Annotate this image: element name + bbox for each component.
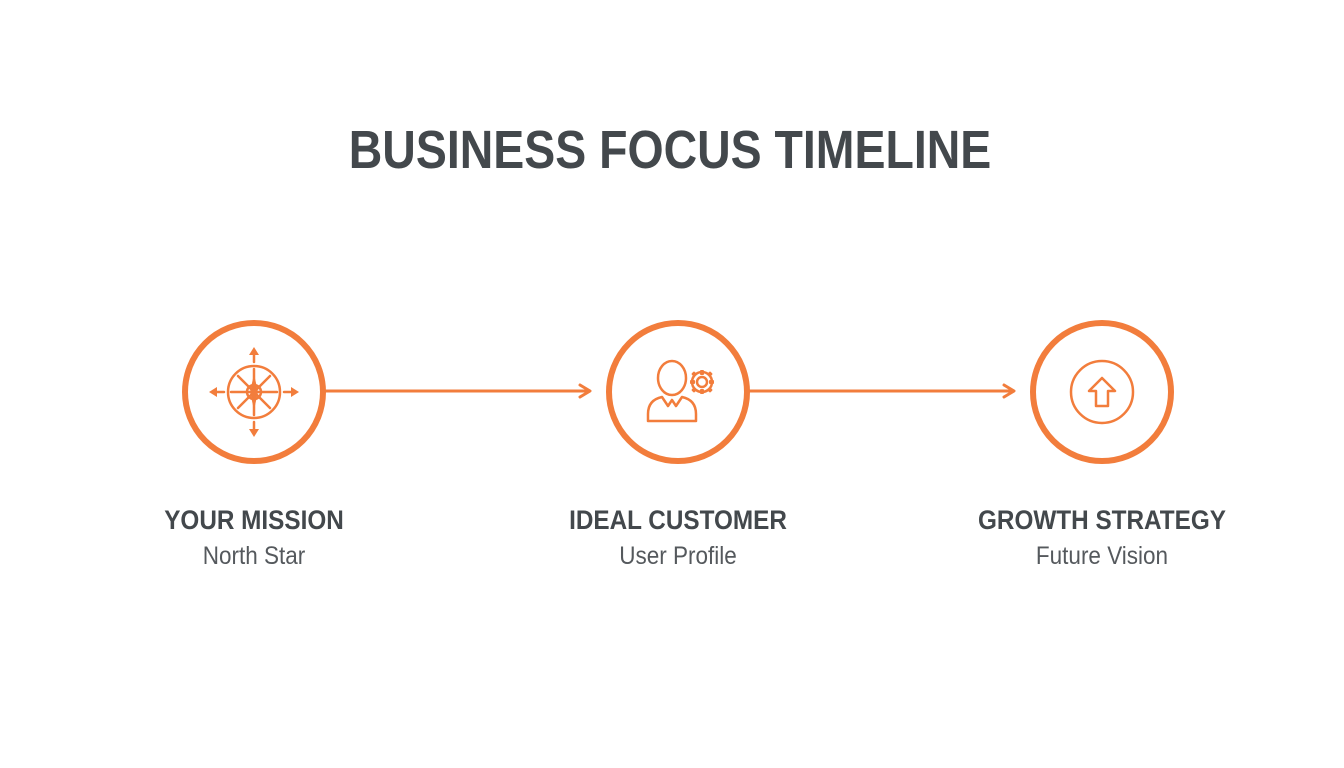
step-title: IDEAL CUSTOMER	[569, 505, 787, 535]
step-title: YOUR MISSION	[164, 505, 344, 535]
compass-icon	[209, 347, 299, 437]
step-title: GROWTH STRATEGY	[978, 505, 1226, 535]
step-subtitle: North Star	[202, 542, 306, 570]
page-title: BUSINESS FOCUS TIMELINE	[348, 120, 992, 180]
up-arrow-circle-icon	[1069, 359, 1135, 425]
step-subtitle: Future Vision	[1035, 542, 1169, 570]
user-gear-icon	[646, 359, 714, 423]
step-circle	[1030, 320, 1174, 464]
step-circle	[182, 320, 326, 464]
step-circle	[606, 320, 750, 464]
connector-arrow-1	[324, 383, 592, 399]
connector-arrow-2	[748, 383, 1016, 399]
step-subtitle: User Profile	[619, 542, 737, 570]
